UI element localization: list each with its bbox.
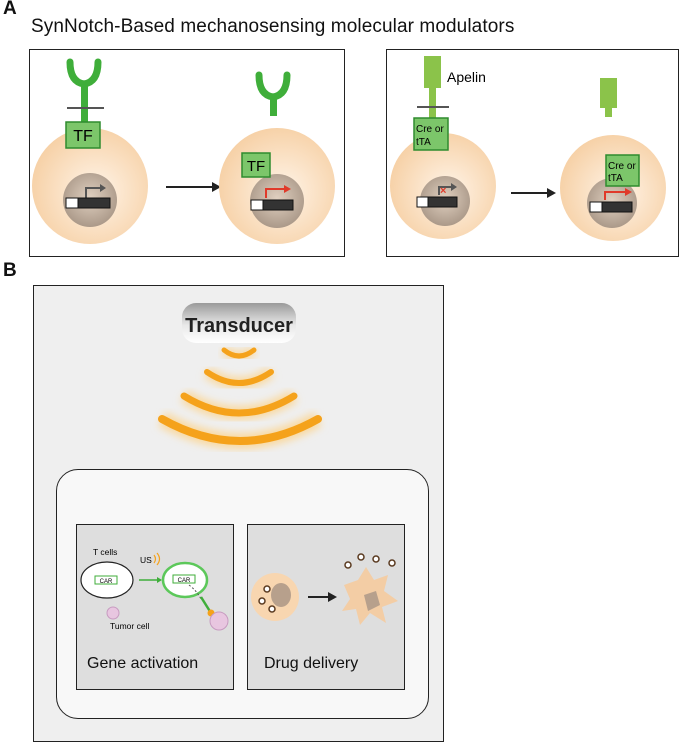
block-x-icon: × — [440, 185, 446, 197]
tcells-label: T cells — [93, 547, 117, 557]
cre-label-2b: tTA — [608, 173, 623, 184]
tumor-cell-target — [209, 611, 229, 631]
gene-activation-illustration: T cells CAR US CAR Tumor cell — [80, 547, 229, 631]
cre-label-1a: Cre or — [416, 124, 444, 135]
receptor-1 — [66, 58, 102, 88]
transducer-device — [182, 303, 296, 343]
panel-b-letter: B — [3, 260, 17, 281]
gene-activation-caption: Gene activation — [87, 655, 199, 672]
receptor-stalk-1 — [81, 83, 88, 123]
drug-particle-1 — [263, 585, 271, 593]
cre-box-1 — [413, 117, 449, 151]
apelin-label: Apelin — [447, 69, 486, 85]
cre-label-1b: tTA — [416, 137, 431, 148]
drug-delivery-panel: Drug delivery — [247, 524, 405, 690]
red-promoter-arrow-2 — [604, 191, 625, 200]
panel-a-left-box: TF TF — [29, 49, 345, 257]
tumor-cell-icon — [106, 606, 120, 620]
tf-box-2 — [241, 152, 271, 178]
car-gene-2 — [172, 574, 196, 584]
panel-b-box: Transducer T cells CAR US — [33, 285, 444, 742]
panel-a-right-box: Apelin Cre or tTA × Cre or tTA — [386, 49, 679, 257]
receptor-stalk-3 — [429, 88, 436, 118]
apelin-block-2 — [600, 78, 617, 108]
drug-delivery-caption: Drug delivery — [264, 655, 359, 672]
promoter-arrow-3 — [438, 186, 451, 195]
intact-nucleus — [271, 583, 291, 607]
apelin-block-1 — [424, 56, 441, 88]
disrupted-nucleus — [364, 591, 380, 611]
car-label-2: CAR — [178, 578, 191, 584]
transducer-label: Transducer — [185, 315, 293, 337]
tf-box-1 — [65, 121, 101, 149]
tf-label-2: TF — [247, 158, 265, 175]
us-wave-icon — [153, 552, 161, 566]
car-label-1: CAR — [100, 579, 113, 585]
cre-box-2 — [605, 154, 640, 187]
car-gene-1 — [94, 575, 118, 585]
cre-label-2a: Cre or — [608, 161, 636, 172]
ultrasound-diagram: Transducer — [158, 303, 322, 449]
synnotch-tf-diagram: TF TF — [32, 58, 335, 244]
panel-a-letter: A — [3, 0, 17, 19]
panel-a-title: SynNotch-Based mechanosensing molecular … — [31, 16, 515, 37]
tumor-cell-label: Tumor cell — [110, 621, 149, 631]
apelin-cre-diagram: Apelin Cre or tTA × Cre or tTA — [390, 56, 666, 241]
gene-activation-panel: T cells CAR US CAR Tumor cell Gene activ… — [76, 524, 234, 690]
ultrasound-waves-icon — [158, 345, 322, 449]
drug-particle-released — [344, 561, 352, 569]
applications-container: T cells CAR US CAR Tumor cell Gene activ… — [56, 469, 429, 719]
receptor-2 — [255, 71, 291, 101]
tf-label-1: TF — [73, 128, 93, 145]
us-label: US — [140, 555, 152, 565]
promoter-arrow-1 — [85, 187, 100, 198]
red-promoter-arrow-1 — [265, 188, 284, 198]
drug-delivery-illustration — [251, 553, 398, 625]
